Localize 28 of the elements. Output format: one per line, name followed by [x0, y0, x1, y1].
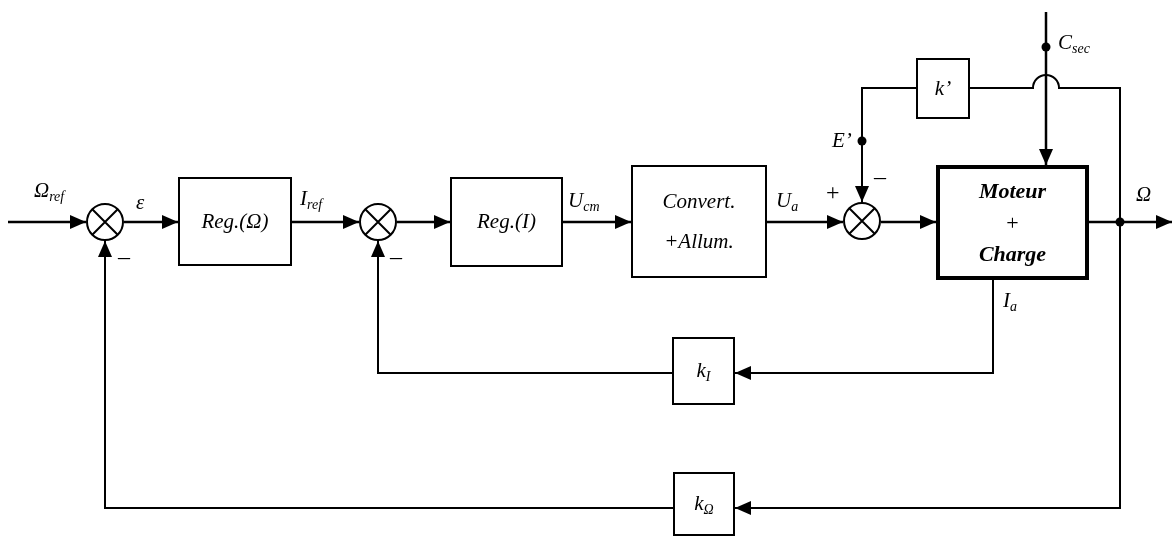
block-label: Moteur + Charge	[978, 176, 1047, 269]
transfer-block	[673, 472, 735, 536]
sign-label: –	[118, 244, 130, 268]
sign-label: –	[390, 244, 402, 268]
summing-junction	[843, 202, 881, 240]
summing-junction	[359, 203, 397, 241]
signal-label: C$_{sec}$	[1058, 32, 1090, 53]
sign-label: +	[826, 180, 840, 204]
plant-block	[936, 165, 1089, 280]
transfer-block	[631, 165, 767, 278]
transfer-block	[916, 58, 970, 119]
block-label: k’	[934, 74, 952, 102]
block-label: Reg.(Ω)	[201, 207, 269, 235]
signal-label: E’	[832, 130, 852, 151]
signal-label: U$_{a}$	[776, 190, 799, 211]
signal-label: ε	[136, 192, 145, 213]
signal-label: Ω	[1136, 184, 1152, 205]
transfer-block	[450, 177, 563, 267]
block-label: k$_{Ω}$	[694, 490, 714, 520]
signal-label: I$_{a}$	[1003, 290, 1017, 311]
sign-label: –	[874, 164, 886, 188]
summing-junction	[86, 203, 124, 241]
transfer-block	[178, 177, 292, 266]
signal-label: U$_{cm}$	[568, 190, 600, 211]
block-label: Convert. +Allum.	[661, 187, 737, 255]
transfer-block	[672, 337, 735, 405]
block-label: k$_{I}$	[696, 357, 711, 387]
block-label: Reg.(I)	[477, 208, 536, 236]
